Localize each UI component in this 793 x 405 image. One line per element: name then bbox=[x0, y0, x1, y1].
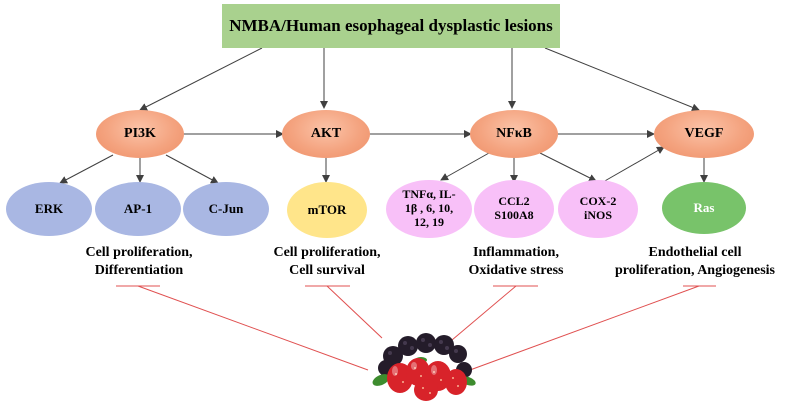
nfkb-outcome: Inflammation, Oxidative stress bbox=[446, 244, 586, 279]
pi3k-outcome-line-2: Differentiation bbox=[94, 262, 184, 278]
vegf-node: VEGF bbox=[654, 110, 754, 158]
connector-lines bbox=[116, 285, 716, 371]
connector-nfkb-outcome bbox=[451, 285, 517, 341]
tnf-interleukin-node: TNFα, IL- 1β , 6, 10, 12, 19 bbox=[386, 180, 472, 238]
tnf-line-3: 12, 19 bbox=[414, 214, 444, 229]
ras-node: Ras bbox=[662, 182, 746, 234]
arrow-nfkb-to-tnf bbox=[440, 152, 490, 181]
arrow-cox2-to-vegf bbox=[602, 146, 665, 183]
arrow-pi3k-to-erk bbox=[59, 154, 114, 184]
tnf-line-2: 1β , 6, 10, bbox=[404, 201, 454, 216]
inos-label: iNOS bbox=[583, 208, 612, 222]
nfkb-outcome-line-1: Inflammation, bbox=[473, 245, 559, 260]
connector-pi3k-outcome bbox=[137, 285, 369, 371]
arrow-pi3k-to-cjun bbox=[165, 154, 219, 184]
arrow-top-to-vegf bbox=[544, 47, 700, 112]
blackberries bbox=[378, 333, 472, 378]
nfkb-node: NFκB bbox=[470, 110, 558, 158]
arrow-top-to-pi3k bbox=[139, 47, 263, 111]
connector-akt-outcome bbox=[326, 285, 383, 339]
pi3k-outcome: Cell proliferation, Differentiation bbox=[64, 244, 214, 279]
cjun-node: C-Jun bbox=[183, 182, 269, 236]
akt-outcome-line-2: Cell survival bbox=[289, 262, 365, 278]
vegf-outcome-line-1: Endothelial cell bbox=[648, 245, 742, 260]
mtor-node: mTOR bbox=[287, 182, 367, 238]
akt-outcome-line-1: Cell proliferation, bbox=[273, 245, 381, 260]
pi3k-outcome-line-1: Cell proliferation, bbox=[85, 245, 193, 260]
cox2-inos-node: COX-2 iNOS bbox=[558, 180, 638, 238]
vegf-outcome-line-2: proliferation, Angiogenesis bbox=[615, 262, 775, 278]
s100a8-label: S100A8 bbox=[494, 208, 534, 222]
connector-vegf-outcome bbox=[469, 285, 700, 371]
strawberries bbox=[387, 358, 467, 401]
akt-node: AKT bbox=[282, 110, 370, 158]
erk-node: ERK bbox=[6, 182, 92, 236]
trigger-box: NMBA/Human esophageal dysplastic lesions bbox=[222, 4, 560, 48]
ap1-node: AP-1 bbox=[95, 182, 181, 236]
ccl2-label: CCL2 bbox=[498, 194, 530, 209]
akt-outcome: Cell proliferation, Cell survival bbox=[252, 244, 402, 279]
pi3k-node: PI3K bbox=[96, 110, 184, 158]
ccl2-s100a8-node: CCL2 S100A8 bbox=[474, 180, 554, 238]
cox2-label: COX-2 bbox=[579, 194, 617, 209]
berries-icon bbox=[372, 333, 476, 401]
nfkb-outcome-line-2: Oxidative stress bbox=[468, 262, 564, 278]
vegf-outcome: Endothelial cell proliferation, Angiogen… bbox=[600, 244, 790, 279]
tnf-line-1: TNFα, IL- bbox=[402, 187, 456, 202]
arrow-nfkb-to-cox2 bbox=[539, 152, 597, 182]
arrows bbox=[59, 47, 708, 184]
